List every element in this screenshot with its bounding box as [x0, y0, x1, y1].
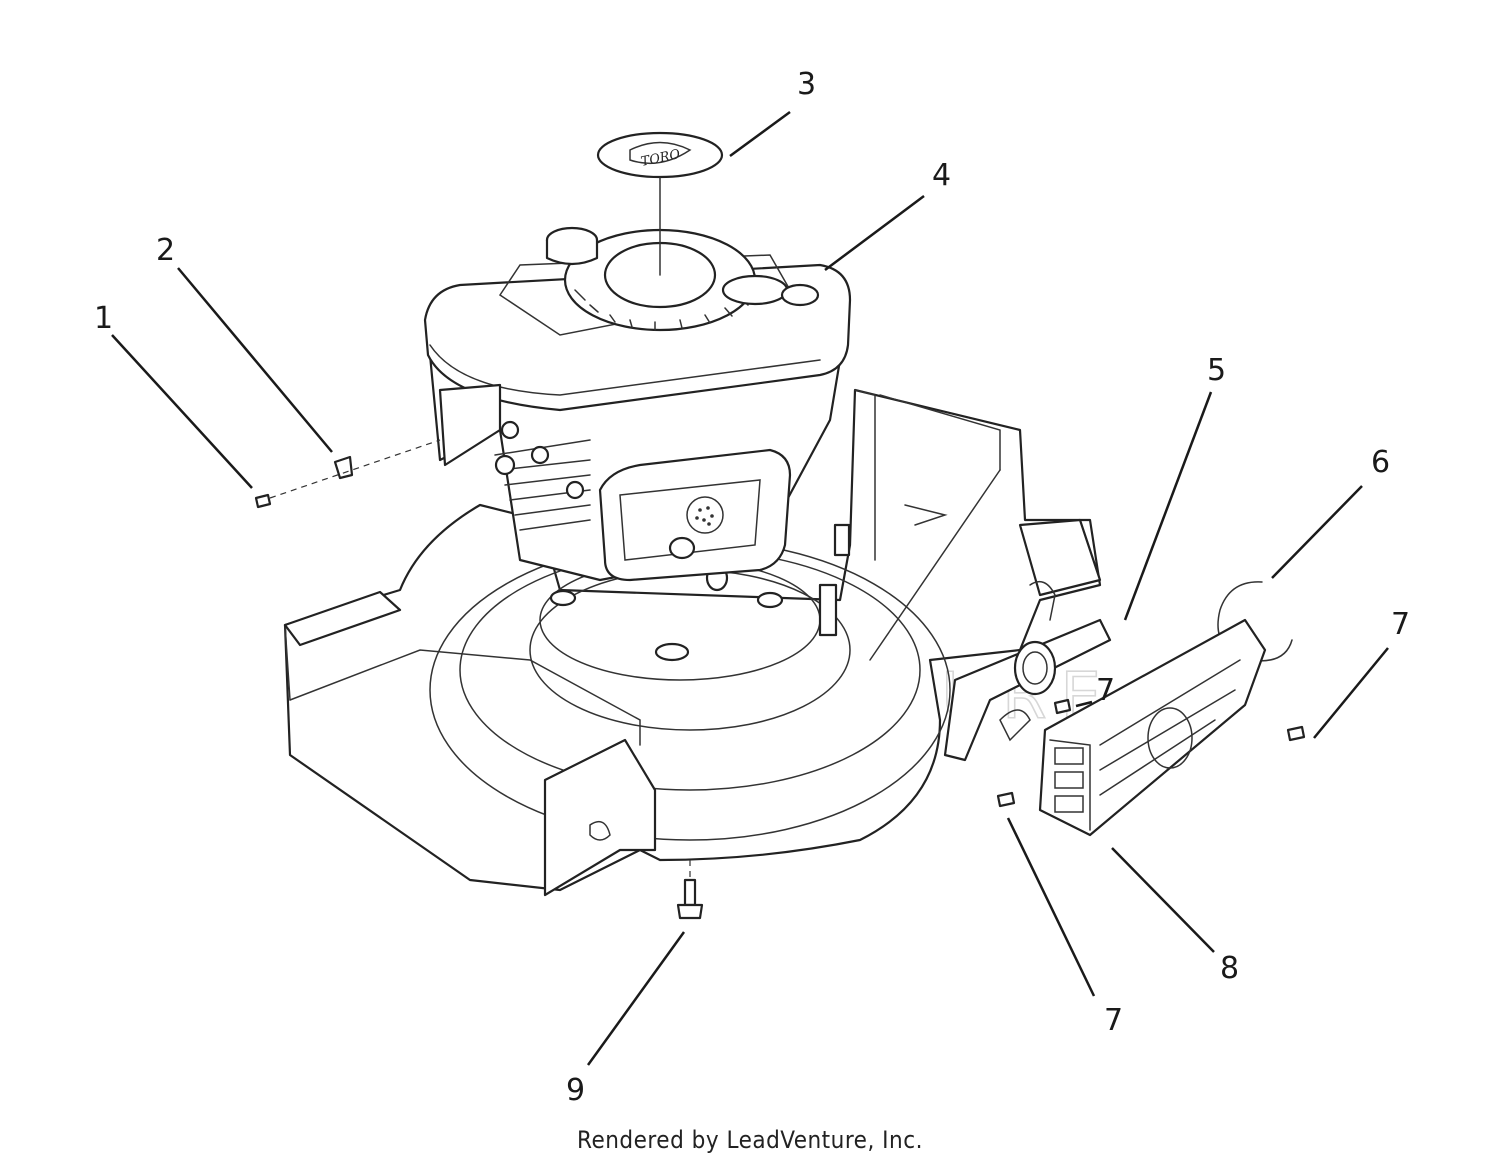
engine — [423, 226, 852, 582]
callout-4: 4 — [932, 158, 951, 193]
callout-9: 9 — [566, 1073, 585, 1108]
leader-8 — [1111, 847, 1215, 953]
screw-part-1 — [254, 493, 272, 509]
leader-9 — [586, 931, 686, 1066]
leader-7-right — [1313, 647, 1389, 739]
callout-7-right: 7 — [1391, 607, 1410, 642]
chute-cover — [1038, 618, 1267, 837]
callout-7-center: 7 — [1096, 673, 1115, 708]
bolt-part-9 — [676, 860, 704, 920]
leader-2 — [177, 267, 333, 453]
leader-5 — [1123, 391, 1213, 621]
chute-bracket — [943, 618, 1112, 762]
leader-7-lower — [1006, 817, 1096, 997]
callout-2: 2 — [156, 233, 175, 268]
callout-labels: 1 2 3 4 5 6 7 7 7 8 9 — [94, 67, 1410, 1108]
leader-4 — [824, 194, 925, 272]
leader-7-center — [1075, 700, 1093, 708]
screw-part-7-center — [1053, 698, 1072, 715]
parts-diagram: LEADVENTURE — [94, 67, 1410, 1108]
leader-lines — [111, 110, 1389, 1066]
clip-part-2 — [269, 439, 441, 499]
toro-decal: TORO — [596, 131, 724, 276]
screw-part-7-lower — [996, 791, 1016, 808]
callout-3: 3 — [797, 67, 816, 102]
callout-7-lower: 7 — [1104, 1003, 1123, 1038]
callout-1: 1 — [94, 301, 113, 336]
callout-6: 6 — [1371, 445, 1390, 480]
footer-credit: Rendered by LeadVenture, Inc. — [577, 1126, 923, 1154]
leader-6 — [1271, 485, 1363, 579]
callout-5: 5 — [1207, 353, 1226, 388]
callout-8: 8 — [1220, 951, 1239, 986]
leader-3 — [729, 110, 791, 158]
leader-1 — [111, 334, 253, 489]
screw-part-7-right — [1286, 725, 1306, 742]
